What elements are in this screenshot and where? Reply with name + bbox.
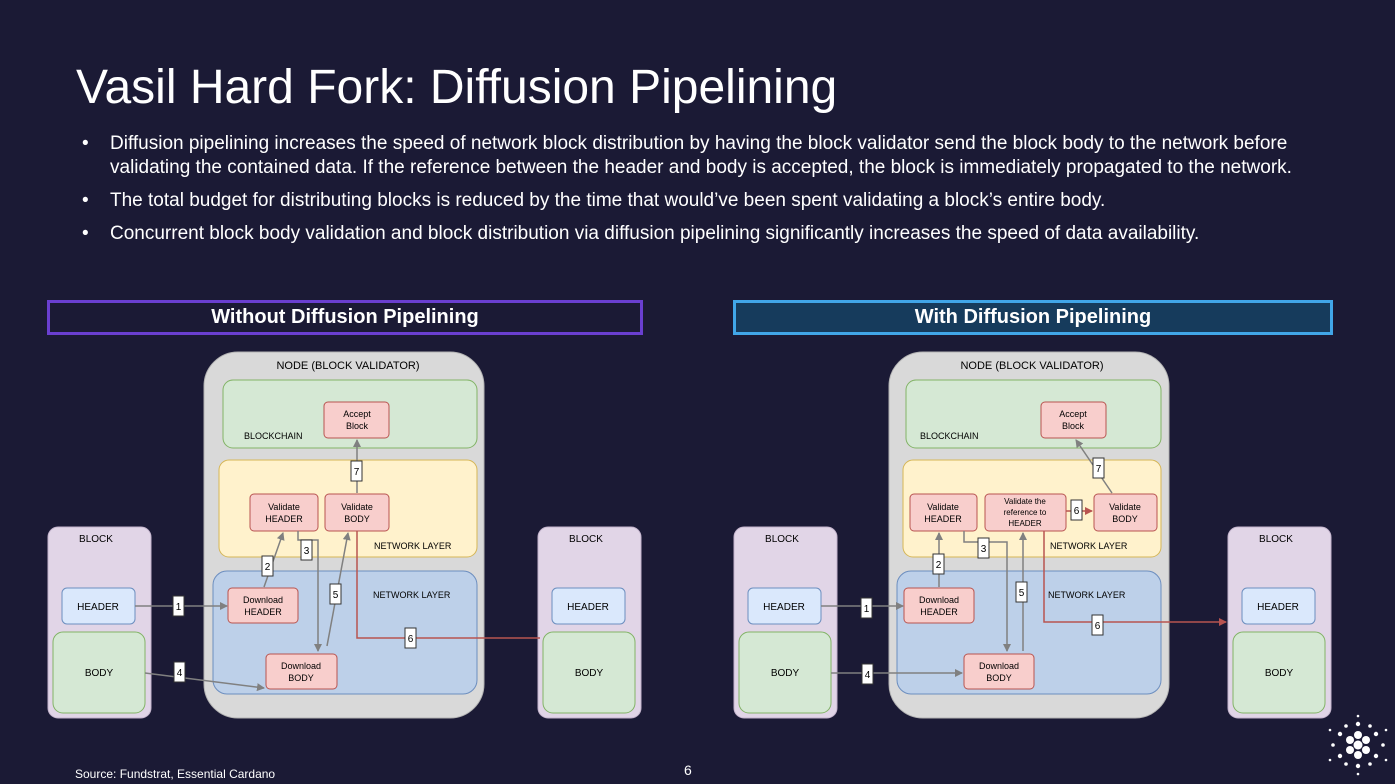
bullet-list: Diffusion pipelining increases the speed… xyxy=(82,132,1332,255)
block-title: BLOCK xyxy=(1259,534,1293,545)
download-header-line2: HEADER xyxy=(920,607,958,617)
block-header-label: HEADER xyxy=(763,602,805,613)
download-body-line1: Download xyxy=(979,661,1019,671)
step-label: 2 xyxy=(936,560,942,571)
block-input: BLOCK HEADER BODY xyxy=(47,526,152,719)
diagram-with: BLOCK HEADER BODY NODE (BLOCK VALIDATOR)… xyxy=(733,351,1332,719)
block-header-label: HEADER xyxy=(1257,602,1299,613)
block-title: BLOCK xyxy=(79,534,113,545)
network-layer-top-label: NETWORK LAYER xyxy=(374,541,452,551)
validate-body-box xyxy=(1093,493,1158,532)
step-label: 4 xyxy=(177,668,183,679)
validate-header-line1: Validate xyxy=(268,502,300,512)
blockchain-label: BLOCKCHAIN xyxy=(920,431,979,441)
block-title: BLOCK xyxy=(765,534,799,545)
panel-label-without: Without Diffusion Pipelining xyxy=(47,300,643,335)
bullet-item: Diffusion pipelining increases the speed… xyxy=(82,132,1332,180)
accept-block-line2: Block xyxy=(346,421,369,431)
validate-body-line1: Validate xyxy=(341,502,373,512)
validate-reference-line1: Validate the xyxy=(1004,497,1046,506)
step-label: 7 xyxy=(354,467,360,478)
download-body-box xyxy=(265,653,338,690)
validate-body-box xyxy=(324,493,390,532)
validate-body-line2: BODY xyxy=(344,514,370,524)
network-layer-bottom-label: NETWORK LAYER xyxy=(373,590,451,600)
validate-reference-line3: HEADER xyxy=(1008,519,1042,528)
step-label: 3 xyxy=(304,546,310,557)
step-label: 6 xyxy=(1074,506,1080,517)
diagram-without: BLOCK HEADER BODY NODE (BLOCK VALIDATOR)… xyxy=(47,351,642,719)
page-title: Vasil Hard Fork: Diffusion Pipelining xyxy=(76,61,838,114)
validate-reference-box xyxy=(984,493,1067,532)
step-label: 4 xyxy=(865,670,871,681)
validate-header-box xyxy=(249,493,319,532)
download-body-line1: Download xyxy=(281,661,321,671)
step-label: 7 xyxy=(1096,464,1102,475)
validate-header-box xyxy=(909,493,978,532)
step-label: 5 xyxy=(1019,588,1025,599)
validate-body-line2: BODY xyxy=(1112,514,1138,524)
accept-block-box xyxy=(1040,401,1107,439)
bullet-item: Concurrent block body validation and blo… xyxy=(82,222,1332,246)
validate-header-line2: HEADER xyxy=(924,514,962,524)
block-header-label: HEADER xyxy=(567,602,609,613)
accept-block-line1: Accept xyxy=(343,409,371,419)
block-body-label: BODY xyxy=(771,668,800,679)
validate-body-line1: Validate xyxy=(1109,502,1141,512)
blockchain-label: BLOCKCHAIN xyxy=(244,431,303,441)
download-header-box xyxy=(227,587,299,624)
step-label: 6 xyxy=(1095,621,1101,632)
step-labels: 1 2 3 4 5 6 7 xyxy=(172,460,417,683)
block-body-label: BODY xyxy=(575,668,604,679)
validate-reference-line2: reference to xyxy=(1004,508,1047,517)
download-header-line1: Download xyxy=(919,595,959,605)
accept-block-line2: Block xyxy=(1062,421,1085,431)
network-layer-bottom-label: NETWORK LAYER xyxy=(1048,590,1126,600)
block-title: BLOCK xyxy=(569,534,603,545)
step-label: 2 xyxy=(265,562,271,573)
block-header-label: HEADER xyxy=(77,602,119,613)
download-body-line2: BODY xyxy=(986,673,1012,683)
cardano-logo-icon xyxy=(1328,714,1388,776)
block-output: BLOCK HEADER BODY xyxy=(1227,526,1332,719)
block-input: BLOCK HEADER BODY xyxy=(733,526,838,719)
node-title: NODE (BLOCK VALIDATOR) xyxy=(960,360,1103,372)
download-header-line2: HEADER xyxy=(244,607,282,617)
accept-block-line1: Accept xyxy=(1059,409,1087,419)
download-body-box xyxy=(963,653,1035,690)
step-label: 5 xyxy=(333,590,339,601)
download-header-box xyxy=(903,587,975,624)
step-label: 1 xyxy=(176,602,182,613)
network-layer-top-label: NETWORK LAYER xyxy=(1050,541,1128,551)
page-number: 6 xyxy=(684,762,692,778)
block-output: BLOCK HEADER BODY xyxy=(537,526,642,719)
diagrams-svg: BLOCK HEADER BODY NODE (BLOCK VALIDATOR)… xyxy=(47,351,1332,719)
accept-block-box xyxy=(323,401,390,439)
source-note: Source: Fundstrat, Essential Cardano xyxy=(75,767,276,781)
bullet-item: The total budget for distributing blocks… xyxy=(82,189,1332,213)
step-label: 1 xyxy=(864,604,870,615)
step-label: 6 xyxy=(408,634,414,645)
step-label: 3 xyxy=(981,544,987,555)
validate-header-line1: Validate xyxy=(927,502,959,512)
block-body-label: BODY xyxy=(1265,668,1294,679)
step-labels: 1 2 3 4 5 6 6 7 xyxy=(860,457,1105,685)
validate-header-line2: HEADER xyxy=(265,514,303,524)
block-body-label: BODY xyxy=(85,668,114,679)
panel-label-with: With Diffusion Pipelining xyxy=(733,300,1333,335)
node-title: NODE (BLOCK VALIDATOR) xyxy=(276,360,419,372)
download-header-line1: Download xyxy=(243,595,283,605)
download-body-line2: BODY xyxy=(288,673,314,683)
